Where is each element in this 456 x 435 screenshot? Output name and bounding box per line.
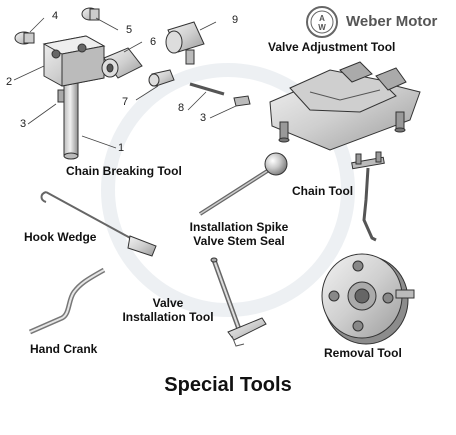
- label-installation-spike-line1: Installation Spike: [189, 220, 289, 234]
- callout-leaders: [13, 17, 237, 149]
- label-hand-crank: Hand Crank: [30, 342, 98, 356]
- svg-text:W: W: [318, 23, 326, 32]
- callout-2: 2: [6, 76, 13, 88]
- label-hook-wedge: Hook Wedge: [24, 230, 97, 244]
- weber-motor-logo: A W: [306, 6, 338, 38]
- brand-name: Weber Motor: [346, 13, 438, 30]
- valve-installation-tool: [210, 257, 267, 347]
- svg-text:A: A: [319, 14, 325, 23]
- brand-block: Weber Motor: [306, 6, 452, 36]
- watermark-ring: [101, 63, 355, 317]
- label-valve-installation-tool: Valve Installation Tool: [112, 296, 224, 324]
- label-installation-spike: Installation Spike Valve Stem Seal: [176, 220, 302, 248]
- valve-adjustment-tool: [269, 61, 421, 151]
- callout-3-right: 3: [200, 112, 207, 124]
- callout-3-left: 3: [20, 118, 27, 130]
- part-8: [189, 82, 225, 96]
- callout-8: 8: [178, 102, 185, 114]
- chain-breaking-tool: [14, 7, 251, 160]
- label-chain-tool: Chain Tool: [292, 184, 354, 198]
- label-valve-installation-line1: Valve: [152, 296, 184, 310]
- page-title: Special Tools: [164, 374, 292, 396]
- hand-crank-tool: [28, 267, 106, 335]
- callout-1: 1: [118, 142, 125, 154]
- hook-wedge-tool: [40, 191, 157, 257]
- callout-9: 9: [232, 14, 239, 26]
- callout-7: 7: [122, 96, 129, 108]
- label-valve-adjustment-tool: Valve Adjustment Tool: [268, 40, 396, 54]
- chain-tool: [351, 151, 385, 242]
- callout-6: 6: [150, 36, 157, 48]
- callout-4: 4: [52, 10, 59, 22]
- label-removal-tool: Removal Tool: [324, 346, 402, 360]
- label-chain-breaking-tool: Chain Breaking Tool: [66, 164, 182, 178]
- removal-tool: [321, 253, 415, 345]
- label-installation-spike-line2: Valve Stem Seal: [193, 234, 285, 248]
- installation-spike-tool: [198, 152, 288, 216]
- callout-5: 5: [126, 24, 133, 36]
- chain-breaking-pin: [63, 81, 79, 157]
- label-valve-installation-line2: Installation Tool: [122, 310, 214, 324]
